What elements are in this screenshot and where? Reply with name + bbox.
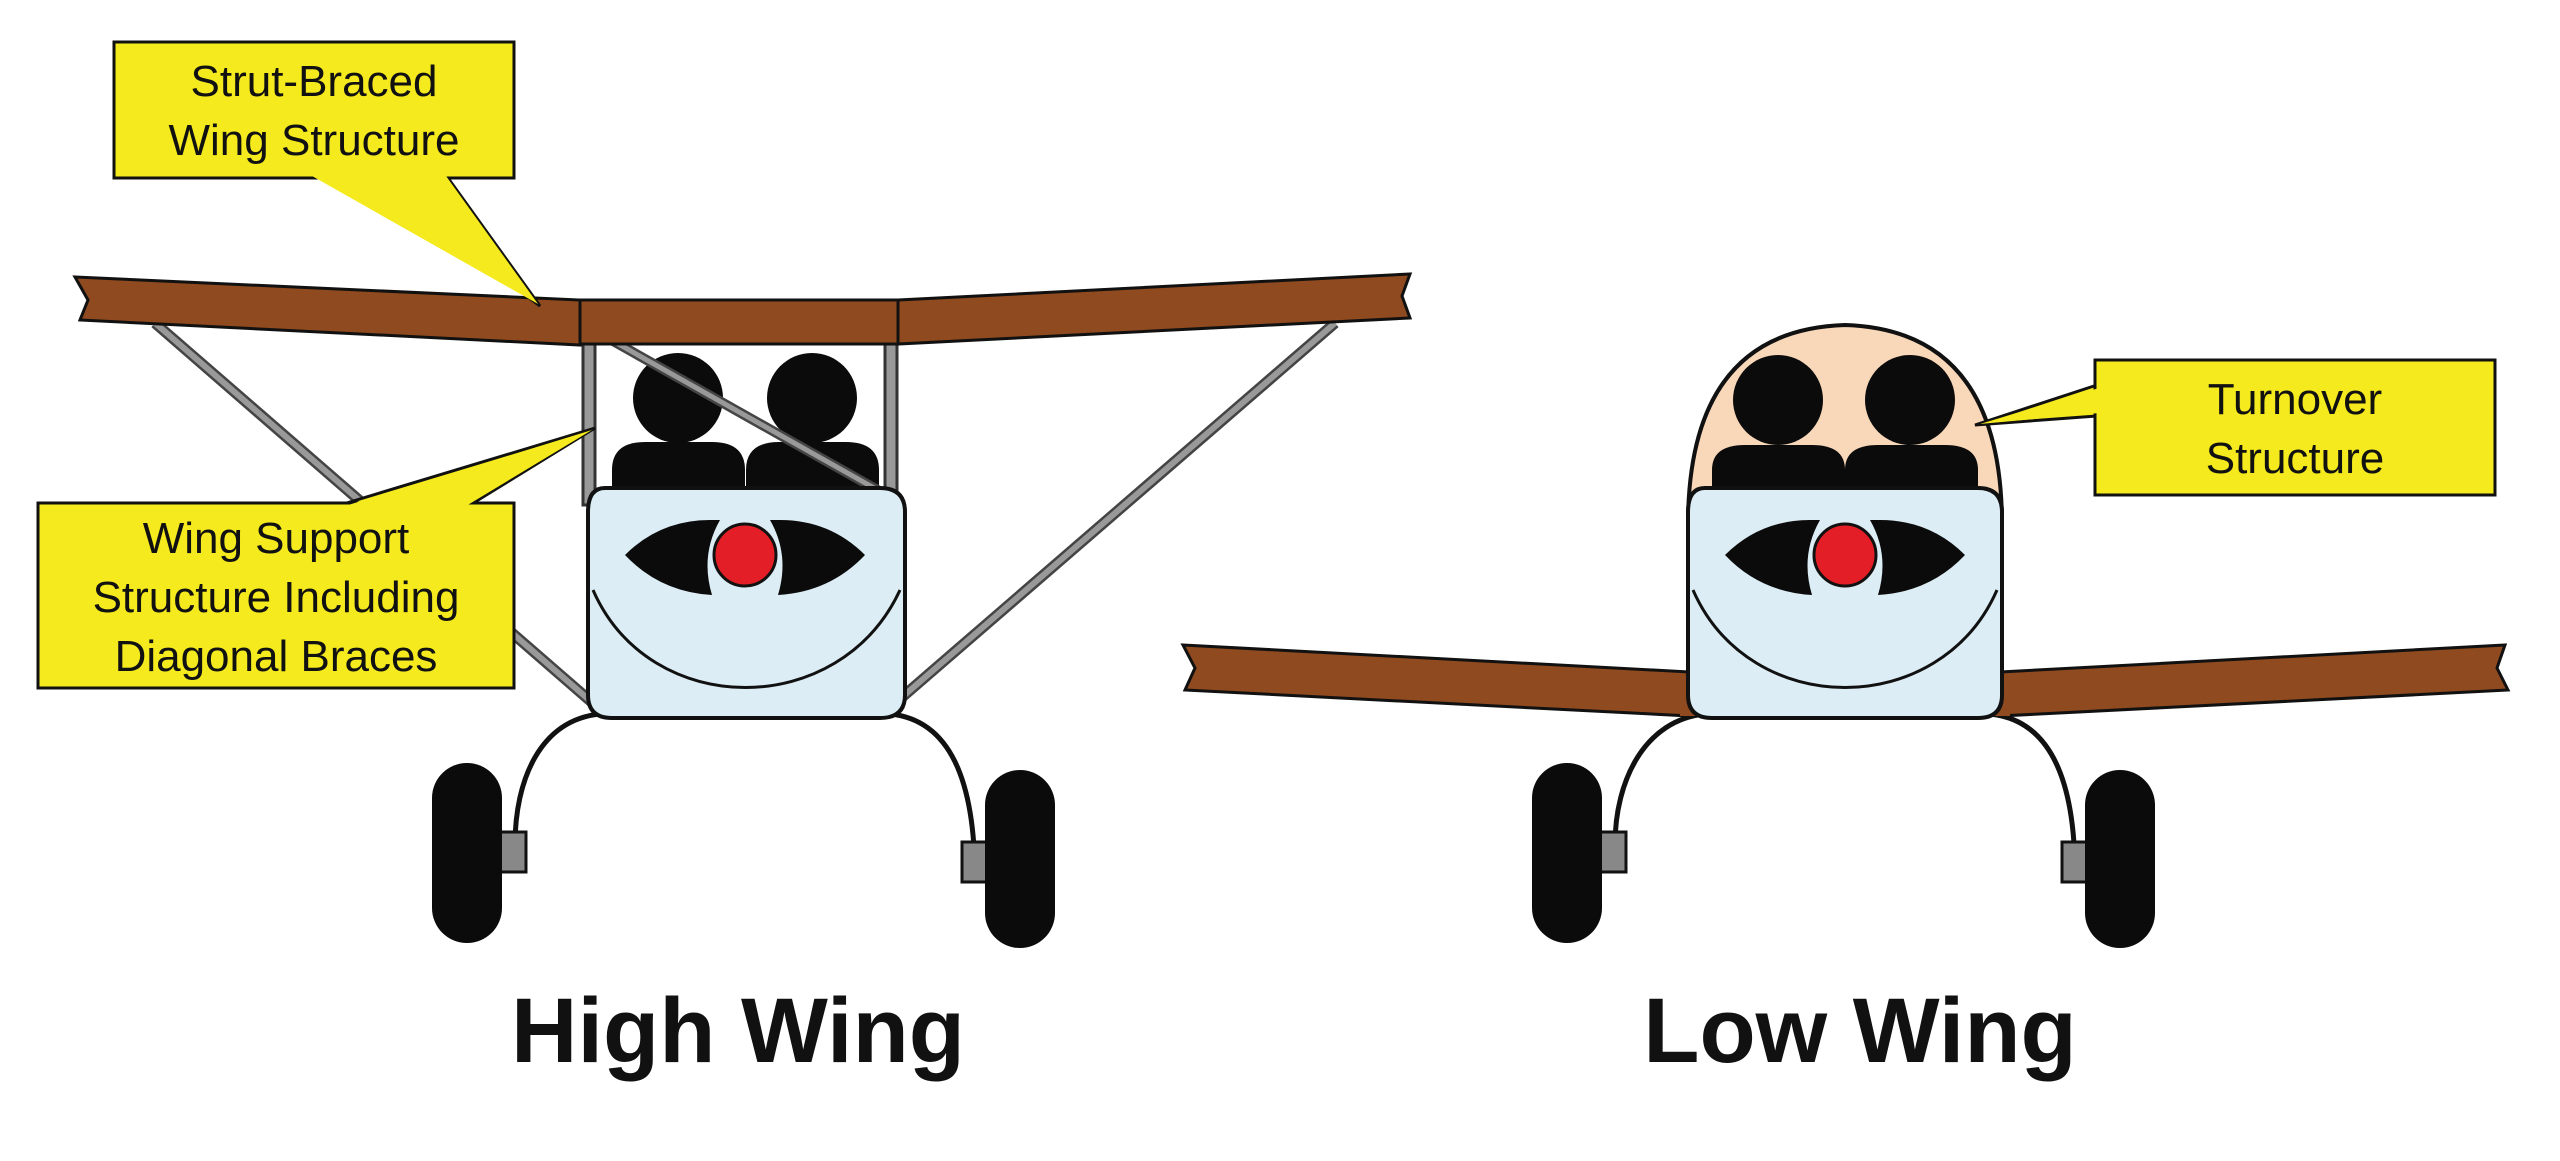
propeller-spinner: [1812, 522, 1878, 588]
low-wing-airplane: Turnover Structure Low Wing: [1180, 322, 2511, 1082]
right-wheel: [2085, 770, 2155, 948]
landing-gear: [1532, 711, 2155, 948]
landing-gear: [432, 711, 1055, 948]
right-air-intake: [770, 520, 865, 595]
left-wing-panel: [1180, 643, 1692, 718]
left-wheel: [1532, 763, 1602, 943]
callout-support-line-2: Structure Including: [93, 573, 460, 622]
left-air-intake: [1725, 520, 1820, 595]
right-axle: [960, 840, 990, 884]
callout-support-line-1: Wing Support: [143, 514, 410, 563]
callout-support-line-3: Diagonal Braces: [115, 632, 438, 681]
occupants: [612, 353, 879, 505]
callout-turnover-line-2: Structure: [2206, 434, 2385, 483]
high-wing: [72, 272, 1413, 347]
callout-strut-braced: Strut-Braced Wing Structure: [112, 40, 542, 308]
fuselage: [1686, 486, 2004, 720]
right-axle: [2060, 840, 2090, 884]
left-axle: [498, 830, 528, 874]
center-wing-panel: [578, 298, 900, 346]
left-axle: [1598, 830, 1628, 874]
low-wing-caption: Low Wing: [1643, 980, 2077, 1082]
left-wing-panel: [72, 275, 582, 347]
callout-turnover: Turnover Structure: [1974, 358, 2497, 497]
right-air-intake: [1870, 520, 1965, 595]
callout-wing-support: Wing Support Structure Including Diagona…: [36, 426, 596, 690]
right-wing-panel: [896, 272, 1413, 346]
right-wheel: [985, 770, 1055, 948]
fuselage: [586, 486, 907, 720]
callout-turnover-line-1: Turnover: [2208, 375, 2382, 424]
left-wheel: [432, 763, 502, 943]
right-wing-panel: [1998, 643, 2511, 718]
propeller-spinner: [712, 522, 778, 588]
high-wing-airplane: Strut-Braced Wing Structure Wing Support…: [36, 40, 1413, 1082]
high-wing-caption: High Wing: [511, 980, 965, 1082]
left-air-intake: [625, 520, 720, 595]
callout-strut-line-2: Wing Structure: [169, 116, 460, 165]
callout-strut-line-1: Strut-Braced: [191, 57, 438, 106]
